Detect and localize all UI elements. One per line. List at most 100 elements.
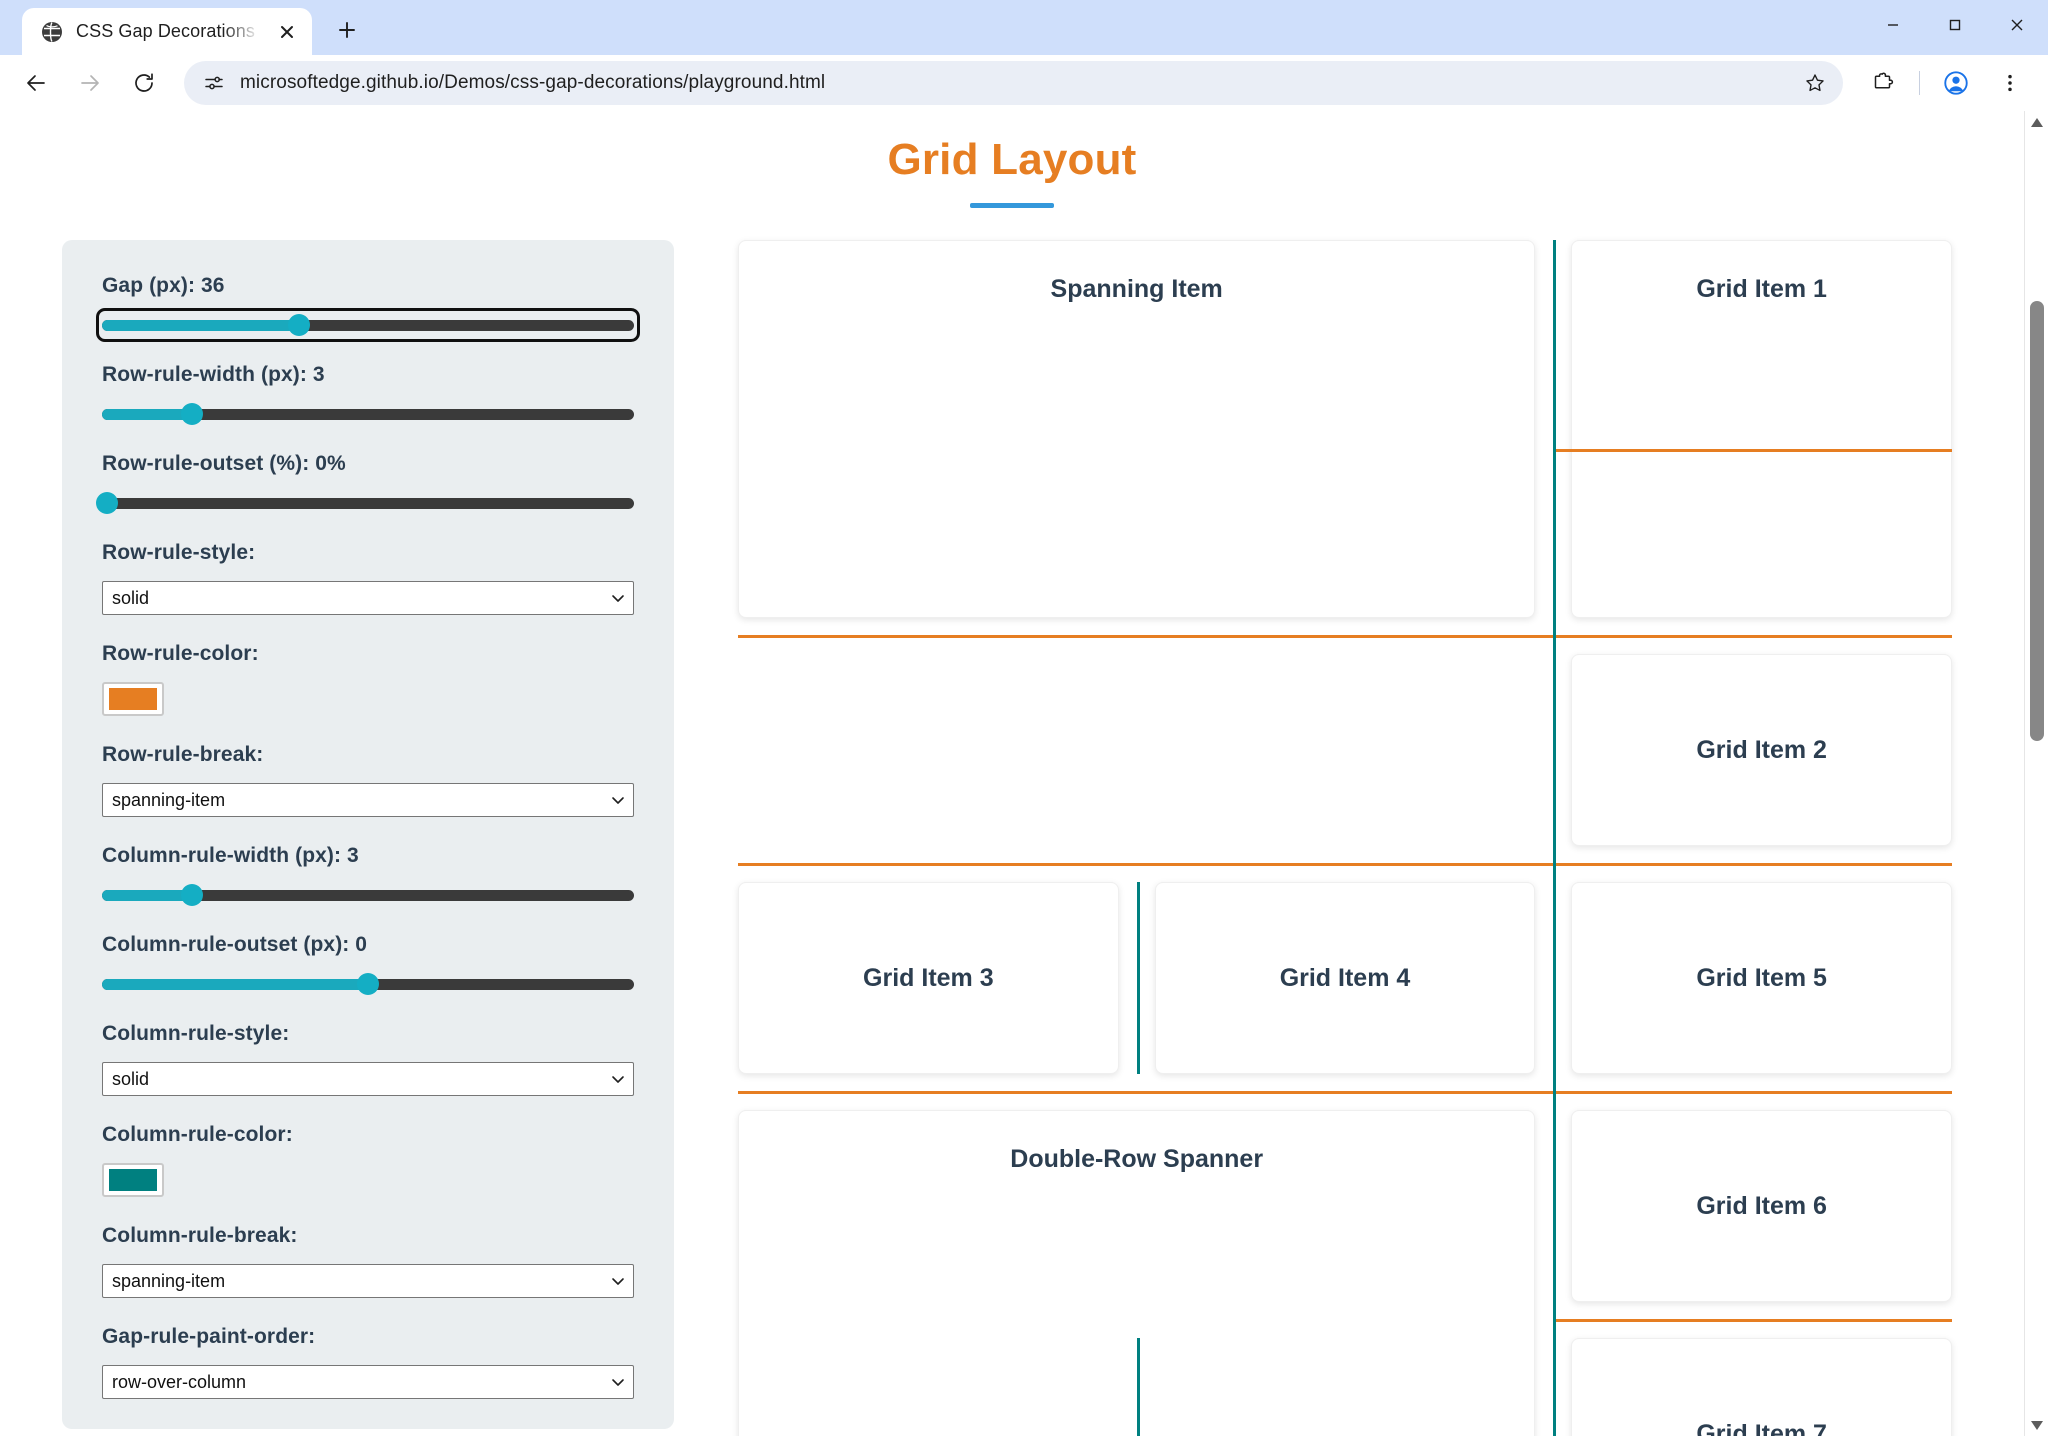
slider-thumb[interactable] bbox=[287, 314, 310, 336]
grid-item-label: Grid Item 4 bbox=[1279, 963, 1411, 992]
control-label: Row-rule-outset (%): 0% bbox=[102, 452, 346, 475]
control-label: Row-rule-color: bbox=[102, 642, 259, 665]
bookmark-star-icon[interactable] bbox=[1795, 63, 1835, 103]
column-rule-color-swatch[interactable] bbox=[102, 1163, 164, 1197]
grid-cell-empty bbox=[1155, 654, 1536, 846]
column-rule-break-select[interactable]: spanning-item bbox=[102, 1264, 634, 1298]
select-value: row-over-column bbox=[112, 1371, 247, 1392]
reload-button[interactable] bbox=[120, 59, 168, 107]
site-settings-icon[interactable] bbox=[194, 63, 234, 103]
grid-item-label: Grid Item 7 bbox=[1696, 1419, 1827, 1436]
browser-toolbar: microsoftedge.github.io/Demos/css-gap-de… bbox=[0, 55, 2048, 111]
slider-thumb[interactable] bbox=[181, 884, 204, 906]
grid-item-3[interactable]: Grid Item 3 bbox=[738, 882, 1119, 1074]
toolbar-divider bbox=[1919, 71, 1920, 95]
chevron-down-icon bbox=[612, 797, 624, 804]
slider-track bbox=[102, 319, 634, 331]
grid-item-label: Grid Item 2 bbox=[1696, 735, 1827, 764]
slider-fill bbox=[102, 408, 193, 420]
slider-thumb[interactable] bbox=[357, 973, 379, 995]
column-rule-style-select[interactable]: solid bbox=[102, 1062, 634, 1096]
page-scrollbar[interactable] bbox=[2024, 111, 2048, 1436]
grid-item-7[interactable]: Grid Item 7 bbox=[1571, 1338, 1952, 1436]
window-maximize-button[interactable] bbox=[1924, 0, 1986, 50]
control-row-rule-style: Row-rule-style: solid bbox=[102, 541, 634, 615]
row-rule-break-select[interactable]: spanning-item bbox=[102, 783, 634, 817]
arrow-left-icon bbox=[27, 75, 45, 91]
control-label: Gap (px): 36 bbox=[102, 274, 225, 297]
row-rule-color-swatch[interactable] bbox=[102, 682, 164, 716]
forward-button[interactable] bbox=[66, 59, 114, 107]
row-rule-width-slider[interactable] bbox=[102, 403, 634, 425]
grid-item-label: Double-Row Spanner bbox=[1010, 1145, 1264, 1173]
gap-rule-paint-order-select[interactable]: row-over-column bbox=[102, 1365, 634, 1399]
column-rule-width-slider[interactable] bbox=[102, 884, 634, 906]
grid-item-4[interactable]: Grid Item 4 bbox=[1154, 882, 1536, 1074]
control-label: Column-rule-color: bbox=[102, 1123, 293, 1146]
grid-item-2[interactable]: Grid Item 2 bbox=[1571, 654, 1952, 846]
chevron-down-icon bbox=[612, 1379, 624, 1386]
extensions-button[interactable] bbox=[1859, 59, 1907, 107]
scroll-up-arrow[interactable] bbox=[2025, 111, 2048, 133]
close-icon bbox=[2011, 19, 2023, 31]
page-title: Grid Layout bbox=[887, 135, 1137, 184]
url-text[interactable]: microsoftedge.github.io/Demos/css-gap-de… bbox=[240, 72, 826, 93]
grid-item-6[interactable]: Grid Item 6 bbox=[1571, 1110, 1952, 1302]
browser-menu-button[interactable] bbox=[1986, 59, 2034, 107]
column-rule-item3-item4 bbox=[1136, 882, 1140, 1074]
gap-slider[interactable] bbox=[96, 308, 640, 342]
row-rule-style-select[interactable]: solid bbox=[102, 581, 634, 615]
scrollbar-thumb[interactable] bbox=[2030, 301, 2044, 741]
grid-item-double-row-spanner[interactable]: Double-Row Spanner bbox=[738, 1110, 1536, 1436]
three-dot-menu-icon bbox=[2008, 74, 2012, 92]
control-gap-rule-paint-order: Gap-rule-paint-order: row-over-column bbox=[102, 1325, 634, 1399]
row-rule-outset-slider[interactable] bbox=[96, 492, 634, 514]
grid-demo-wrapper: Spanning Item Grid Item 1 Grid Item 2 Gr… bbox=[738, 240, 1962, 1436]
control-label: Row-rule-style: bbox=[102, 541, 256, 564]
slider-thumb[interactable] bbox=[96, 492, 119, 514]
select-value: solid bbox=[112, 587, 150, 608]
grid-item-5[interactable]: Grid Item 5 bbox=[1571, 882, 1952, 1074]
tab-close-icon[interactable] bbox=[272, 17, 302, 47]
minimize-icon bbox=[1888, 24, 1898, 26]
control-row-rule-break: Row-rule-break:spanning-item bbox=[102, 743, 634, 817]
grid-item-spanning[interactable]: Spanning Item bbox=[738, 240, 1536, 618]
swatch-color bbox=[109, 688, 157, 710]
swatch-color bbox=[109, 1169, 157, 1191]
slider-track bbox=[102, 497, 634, 509]
grid-item-1[interactable]: Grid Item 1 bbox=[1571, 240, 1952, 618]
scroll-down-arrow[interactable] bbox=[2025, 1414, 2048, 1436]
window-close-button[interactable] bbox=[1986, 0, 2048, 50]
grid-item-label: Grid Item 3 bbox=[863, 963, 994, 992]
control-column-rule-outset: Column-rule-outset (px): 0 bbox=[102, 933, 634, 995]
grid-item-label: Grid Item 5 bbox=[1696, 963, 1827, 992]
window-minimize-button[interactable] bbox=[1862, 0, 1924, 50]
row-rule-partial-item6-item7 bbox=[1553, 1318, 1952, 1322]
globe-icon bbox=[42, 21, 62, 42]
address-bar[interactable]: microsoftedge.github.io/Demos/css-gap-de… bbox=[184, 61, 1843, 105]
control-label: Column-rule-width (px): 3 bbox=[102, 844, 359, 867]
slider-thumb[interactable] bbox=[181, 403, 204, 425]
new-tab-button[interactable] bbox=[324, 7, 370, 53]
grid-item-label: Grid Item 6 bbox=[1696, 1191, 1827, 1220]
grid-cell-empty bbox=[738, 654, 1119, 846]
row-rule-full-1 bbox=[738, 634, 1952, 638]
grid-item-label: Grid Item 1 bbox=[1696, 275, 1827, 303]
maximize-icon bbox=[1949, 19, 1961, 31]
control-column-rule-break: Column-rule-break:spanning-item bbox=[102, 1224, 634, 1298]
plus-icon bbox=[339, 22, 355, 38]
browser-tab[interactable]: CSS Gap Decorations playground bbox=[22, 8, 312, 55]
control-gap: Gap (px): 36 bbox=[96, 274, 640, 342]
slider-track bbox=[102, 408, 634, 420]
back-button[interactable] bbox=[12, 59, 60, 107]
column-rule-outset-slider[interactable] bbox=[102, 973, 634, 995]
tab-strip: CSS Gap Decorations playground bbox=[22, 0, 370, 55]
control-label: Gap-rule-paint-order: bbox=[102, 1325, 316, 1348]
tab-title: CSS Gap Decorations playground bbox=[76, 21, 260, 41]
demo-grid: Spanning Item Grid Item 1 Grid Item 2 Gr… bbox=[738, 240, 1952, 1436]
profile-button[interactable] bbox=[1932, 59, 1980, 107]
